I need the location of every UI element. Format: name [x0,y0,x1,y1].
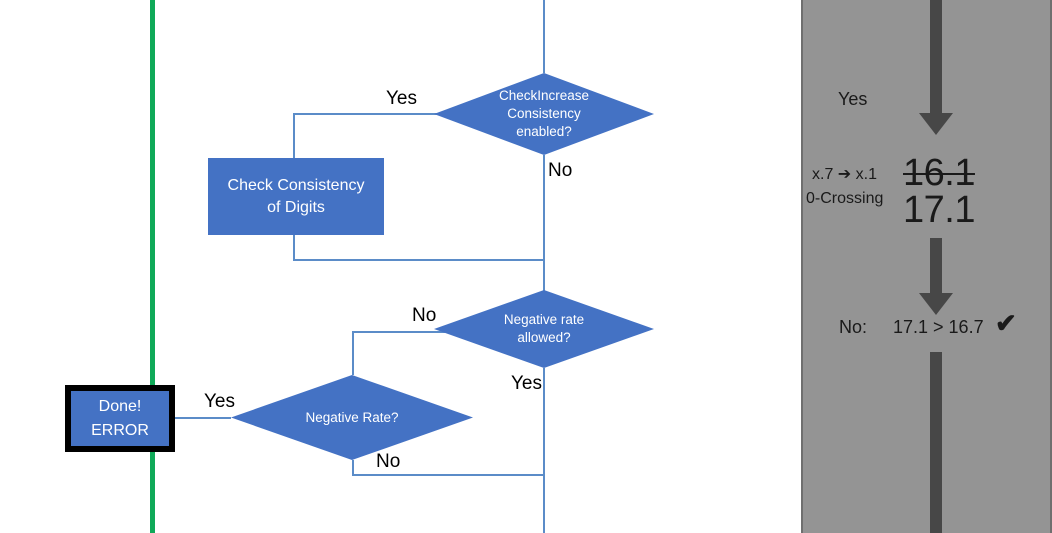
edge-label-checkincrease-yes: Yes [386,88,417,109]
panel-result-check-icon: ✔ [995,308,1017,338]
connector-spine-bottom [543,368,545,533]
panel-arrow-2-head [919,293,953,315]
panel-yes-label: Yes [838,89,868,109]
edge-label-negative-rate-allowed-yes: Yes [511,373,542,394]
connector-spine-top [543,0,545,73]
connector-yes-to-box-vertical [293,113,295,159]
terminator-done-error[interactable]: Done! ERROR [65,385,175,452]
edge-label-checkincrease-no: No [548,160,573,181]
process-check-consistency-of-digits[interactable]: Check Consistency of Digits [208,158,384,235]
decision-negative-rate-allowed-label: Negative rate allowed? [503,312,585,345]
connector-negrate-no-vertical [352,460,354,475]
process-check-consistency-of-digits-label: Check Consistency of Digits [227,176,365,216]
panel-rule-label-line2: 0-Crossing [806,190,884,207]
connector-box-return-vertical [293,234,295,260]
decision-negative-rate-label: Negative Rate? [305,409,399,425]
annotation-panel: Yes x.7 ➔ x.1 0-Crossing 16.1 17.1 No: 1… [801,0,1052,533]
panel-arrow-2-shaft [930,238,942,294]
edge-label-negative-rate-allowed-no: No [412,305,437,326]
decision-check-increase-consistency-label: CheckIncrease Consistency enabled? [498,88,590,139]
terminator-done-error-label: Done! ERROR [91,397,149,439]
panel-value-current: 17.1 [903,189,975,231]
connector-box-return-horizontal [293,259,544,261]
panel-value-struck: 16.1 [903,152,975,194]
panel-arrow-1-head [919,113,953,135]
panel-arrow-3-shaft [930,352,942,533]
slide-boundary-green-rule [150,0,155,533]
decision-check-increase-consistency[interactable]: CheckIncrease Consistency enabled? [434,73,654,155]
panel-result-comparison: 17.1 > 16.7 [893,317,984,337]
connector-notallowed-vertical [352,331,354,375]
edge-label-negative-rate-no: No [376,451,401,472]
edge-label-negative-rate-yes: Yes [204,391,235,412]
decision-negative-rate[interactable]: Negative Rate? [231,375,473,460]
panel-arrow-1-shaft [930,0,942,113]
panel-rule-label-line1: x.7 ➔ x.1 [812,166,877,183]
connector-notallowed-horizontal [352,331,445,333]
connector-negrate-yes [175,417,231,419]
decision-negative-rate-allowed[interactable]: Negative rate allowed? [434,290,654,368]
panel-result-prefix: No: [839,317,868,337]
connector-yes-to-box-horizontal [293,113,445,115]
connector-negrate-no-horizontal [352,474,544,476]
connector-checkincrease-no [543,155,545,297]
